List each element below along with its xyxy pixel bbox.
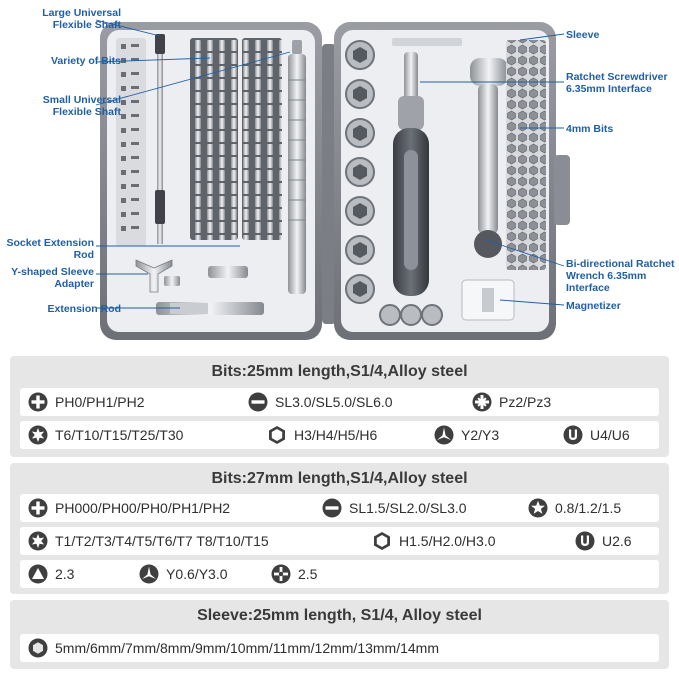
spec-item: H3/H4/H5/H6 xyxy=(267,421,377,449)
toolkit-photo xyxy=(95,19,570,340)
torx-icon xyxy=(28,425,48,445)
section-title: Sleeve:25mm length, S1/4, Alloy steel xyxy=(197,607,482,624)
spec-item: PH0/PH1/PH2 xyxy=(28,388,144,416)
spec-item: T1/T2/T3/T4/T5/T6/T7 T8/T10/T15 xyxy=(28,527,269,555)
section-title: Bits:27mm length,S1/4,Alloy steel xyxy=(211,470,468,487)
spec-panel-sleeve-25mm: Sleeve:25mm length, S1/4, Alloy steel 5m… xyxy=(10,600,669,669)
left-case-half xyxy=(100,22,322,340)
spec-item: 2.5 xyxy=(271,560,317,588)
cross-point-icon xyxy=(271,564,291,584)
hex-icon xyxy=(372,531,392,551)
u-bit-icon xyxy=(575,531,595,551)
phillips-icon xyxy=(28,392,48,412)
spec-label: 2.5 xyxy=(298,566,318,582)
section-title: Bits:25mm length,S1/4,Alloy steel xyxy=(211,363,468,380)
right-case-half xyxy=(334,22,570,340)
spec-item: 5mm/6mm/7mm/8mm/9mm/10mm/11mm/12mm/13mm/… xyxy=(28,634,439,662)
callout-4mm-bits: 4mm Bits xyxy=(566,123,614,135)
spec-label: Y2/Y3 xyxy=(461,427,500,443)
triangle-icon xyxy=(28,564,48,584)
spec-item: Y0.6/Y3.0 xyxy=(139,560,228,588)
spec-label: H3/H4/H5/H6 xyxy=(294,427,378,443)
spec-label: 0.8/1.2/1.5 xyxy=(555,500,622,516)
spec-label: PH000/PH00/PH0/PH1/PH2 xyxy=(55,500,231,516)
spec-label: Pz2/Pz3 xyxy=(499,394,552,410)
spec-item: PH000/PH00/PH0/PH1/PH2 xyxy=(28,494,230,522)
spec-label: SL3.0/SL5.0/SL6.0 xyxy=(275,394,393,410)
spec-item: 0.8/1.2/1.5 xyxy=(528,494,621,522)
spec-label: H1.5/H2.0/H3.0 xyxy=(399,533,496,549)
spec-item: 2.3 xyxy=(28,560,74,588)
callout-magnetizer: Magnetizer xyxy=(566,300,621,312)
tri-wing-icon xyxy=(434,425,454,445)
spec-label: T6/T10/T15/T25/T30 xyxy=(55,427,184,443)
callout-large-shaft: Large Universal Flexible Shaft xyxy=(42,7,121,31)
slotted-icon xyxy=(248,392,268,412)
hex-icon xyxy=(267,425,287,445)
callout-socket-rod: Socket Extension Rod xyxy=(6,237,94,261)
spec-label: 2.3 xyxy=(55,566,75,582)
hex-socket-icon xyxy=(28,638,48,658)
spec-row: PH000/PH00/PH0/PH1/PH2 SL1.5/SL2.0/SL3.0… xyxy=(20,494,659,522)
spec-row: 5mm/6mm/7mm/8mm/9mm/10mm/11mm/12mm/13mm/… xyxy=(20,634,659,662)
spec-row: 2.3 Y0.6/Y3.0 2.5 xyxy=(20,560,659,588)
slotted-icon xyxy=(322,498,342,518)
callout-small-shaft: Small Universal Flexible Shaft xyxy=(42,94,121,118)
spec-item: Y2/Y3 xyxy=(434,421,499,449)
spec-panel-bits-25mm: Bits:25mm length,S1/4,Alloy steel PH0/PH… xyxy=(10,356,669,457)
spec-item: U2.6 xyxy=(575,527,632,555)
spec-label: Y0.6/Y3.0 xyxy=(166,566,228,582)
spec-item: SL3.0/SL5.0/SL6.0 xyxy=(248,388,393,416)
spec-item: H1.5/H2.0/H3.0 xyxy=(372,527,496,555)
pozidriv-icon xyxy=(472,392,492,412)
spec-row: PH0/PH1/PH2 SL3.0/SL5.0/SL6.0 Pz2/Pz3 xyxy=(20,388,659,416)
callout-extension-rod: Extension Rod xyxy=(47,303,121,315)
pentalobe-icon xyxy=(528,498,548,518)
spec-item: Pz2/Pz3 xyxy=(472,388,551,416)
spec-row: T6/T10/T15/T25/T30 H3/H4/H5/H6 Y2/Y3 U4/… xyxy=(20,421,659,449)
spec-item: SL1.5/SL2.0/SL3.0 xyxy=(322,494,467,522)
spec-label: SL1.5/SL2.0/SL3.0 xyxy=(349,500,467,516)
callout-ratchet-screwdriver: Ratchet Screwdriver 6.35mm Interface xyxy=(566,71,668,95)
spec-panel-bits-27mm: Bits:27mm length,S1/4,Alloy steel PH000/… xyxy=(10,463,669,594)
torx-icon xyxy=(28,531,48,551)
u-bit-icon xyxy=(563,425,583,445)
spec-label: U2.6 xyxy=(602,533,632,549)
spec-label: U4/U6 xyxy=(590,427,630,443)
phillips-icon xyxy=(28,498,48,518)
callout-ratchet-wrench: Bi-directional Ratchet Wrench 6.35mm Int… xyxy=(566,258,675,294)
spec-label: T1/T2/T3/T4/T5/T6/T7 T8/T10/T15 xyxy=(55,533,269,549)
callout-y-adapter: Y-shaped Sleeve Adapter xyxy=(11,266,94,290)
spec-label: 5mm/6mm/7mm/8mm/9mm/10mm/11mm/12mm/13mm/… xyxy=(55,640,440,656)
case-hinge xyxy=(322,44,336,324)
callout-sleeve: Sleeve xyxy=(566,29,600,41)
tri-wing-icon xyxy=(139,564,159,584)
spec-row: T1/T2/T3/T4/T5/T6/T7 T8/T10/T15 H1.5/H2.… xyxy=(20,527,659,555)
callout-variety-bits: Variety of Bits xyxy=(50,55,121,67)
spec-item: U4/U6 xyxy=(563,421,630,449)
spec-item: T6/T10/T15/T25/T30 xyxy=(28,421,183,449)
spec-label: PH0/PH1/PH2 xyxy=(55,394,145,410)
